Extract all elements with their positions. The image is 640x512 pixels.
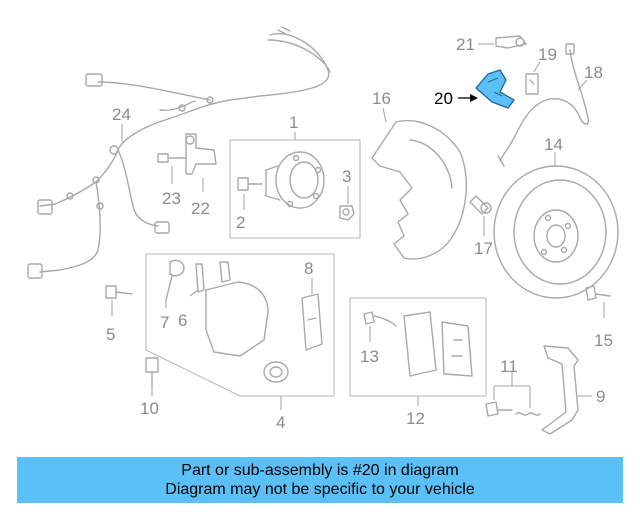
callout-23: 23 <box>162 189 181 208</box>
part-21-bracket[interactable] <box>495 35 527 49</box>
callout-2: 2 <box>236 213 245 232</box>
callout-7: 7 <box>160 313 169 332</box>
callout-11: 11 <box>500 357 518 376</box>
part-12-brake-pads[interactable] <box>349 297 487 397</box>
callout-8: 8 <box>304 259 313 278</box>
callout-19: 19 <box>538 45 557 64</box>
callout-14: 14 <box>544 135 563 154</box>
part-3-nut[interactable] <box>339 205 355 221</box>
banner-line-2: Diagram may not be specific to your vehi… <box>165 481 475 498</box>
banner-line-1: Part or sub-assembly is #20 in diagram <box>181 462 459 479</box>
callout-18: 18 <box>584 63 603 82</box>
part-17-bolt[interactable] <box>469 195 492 215</box>
part-1-hub-assembly[interactable] <box>229 139 361 239</box>
callout-13: 13 <box>360 347 379 366</box>
part-13-wear-sensor[interactable] <box>363 311 397 327</box>
callout-5: 5 <box>106 325 115 344</box>
part-7-bleeder[interactable] <box>165 259 185 301</box>
part-24-wiring-harness[interactable] <box>27 26 331 279</box>
part-14-brake-rotor[interactable] <box>493 165 619 299</box>
part-2-bolt[interactable] <box>237 177 263 191</box>
part-18-brake-hose[interactable] <box>497 43 590 167</box>
callout-9: 9 <box>596 387 605 406</box>
part-5-bolt[interactable] <box>105 285 133 299</box>
callout-17: 17 <box>474 239 493 258</box>
part-9-spring-bracket[interactable] <box>541 345 579 435</box>
callout-1: 1 <box>289 113 298 132</box>
callout-21: 21 <box>456 35 475 54</box>
part-6-guide-pin[interactable] <box>195 263 205 293</box>
callout-3: 3 <box>342 167 351 186</box>
callout-16: 16 <box>372 89 391 108</box>
part-4-caliper-assembly[interactable] <box>145 253 335 397</box>
callout-20: 20 <box>434 89 453 108</box>
info-banner: Part or sub-assembly is #20 in diagram D… <box>17 457 623 503</box>
part-11-bolt-kit[interactable] <box>485 401 541 417</box>
callout-24: 24 <box>112 105 131 124</box>
callout-15: 15 <box>594 331 613 350</box>
callout-22: 22 <box>191 199 210 218</box>
part-10-bolt[interactable] <box>145 357 159 387</box>
part-19-clip[interactable] <box>525 73 539 95</box>
part-23-bolt[interactable] <box>157 153 187 163</box>
exploded-parts-diagram: 24 23 22 1 2 3 16 <box>27 26 619 435</box>
part-15-bolt[interactable] <box>585 285 611 301</box>
callout-10: 10 <box>140 399 159 418</box>
callout-6: 6 <box>178 311 187 330</box>
callout-4: 4 <box>276 413 285 432</box>
part-20-hose-bracket-highlighted[interactable] <box>475 69 515 109</box>
part-8-anti-rattle-spring[interactable] <box>301 293 323 351</box>
callout-12: 12 <box>406 409 425 428</box>
part-22-speed-sensor[interactable] <box>185 133 217 175</box>
part-16-splash-shield[interactable] <box>371 120 467 260</box>
